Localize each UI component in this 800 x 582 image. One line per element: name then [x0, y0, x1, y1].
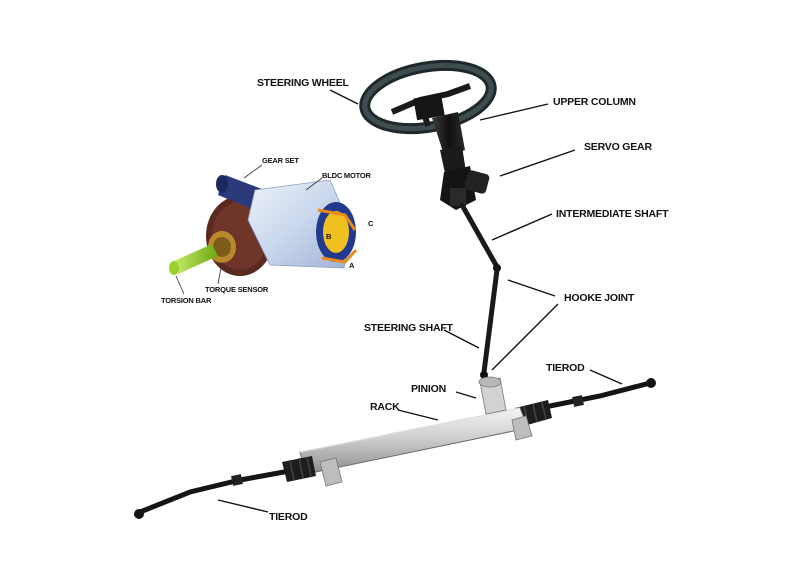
- servo-gear-leader: [499, 149, 576, 177]
- label-phase-b: B: [326, 232, 332, 241]
- label-hooke-joint: HOOKE JOINT: [564, 292, 635, 304]
- label-tierod-left: TIEROD: [269, 511, 308, 523]
- upper-column-leader: [479, 103, 549, 121]
- label-upper-column: UPPER COLUMN: [553, 96, 636, 108]
- label-gear-set: GEAR SET: [262, 156, 299, 165]
- label-steering-wheel: STEERING WHEEL: [257, 77, 349, 89]
- gear-set-leader: [243, 164, 263, 179]
- label-phase-a: A: [349, 261, 355, 270]
- rack-assembly: [134, 376, 656, 519]
- intermediate-shaft-leader: [491, 213, 553, 241]
- steering-wheel: [359, 59, 497, 135]
- tierod-left-leader: [217, 499, 269, 513]
- tierod-right-leader: [589, 369, 623, 385]
- rack-leader: [397, 409, 439, 421]
- bldc-motor-leader: [305, 177, 323, 191]
- steering-wheel-leader: [329, 89, 359, 105]
- steering-shaft: [480, 267, 500, 379]
- label-pinion: PINION: [411, 383, 446, 395]
- label-intermediate-shaft: INTERMEDIATE SHAFT: [556, 208, 669, 220]
- pinion-leader: [455, 391, 477, 399]
- label-servo-gear: SERVO GEAR: [584, 141, 652, 153]
- label-steering-shaft: STEERING SHAFT: [364, 322, 454, 334]
- hooke-joint-leader: [491, 279, 559, 371]
- steering-shaft-leader: [443, 329, 480, 349]
- label-phase-c: C: [368, 219, 374, 228]
- torsion-bar-leader: [175, 275, 185, 295]
- label-torsion-bar: TORSION BAR: [161, 296, 212, 305]
- eps-unit-inset: [169, 175, 358, 276]
- torque-sensor-leader: [217, 261, 223, 285]
- label-tierod-right: TIEROD: [546, 362, 585, 374]
- label-torque-sensor: TORQUE SENSOR: [205, 285, 269, 294]
- servo-gear: [440, 166, 490, 210]
- label-rack: RACK: [370, 401, 400, 413]
- label-bldc-motor: BLDC MOTOR: [322, 171, 371, 180]
